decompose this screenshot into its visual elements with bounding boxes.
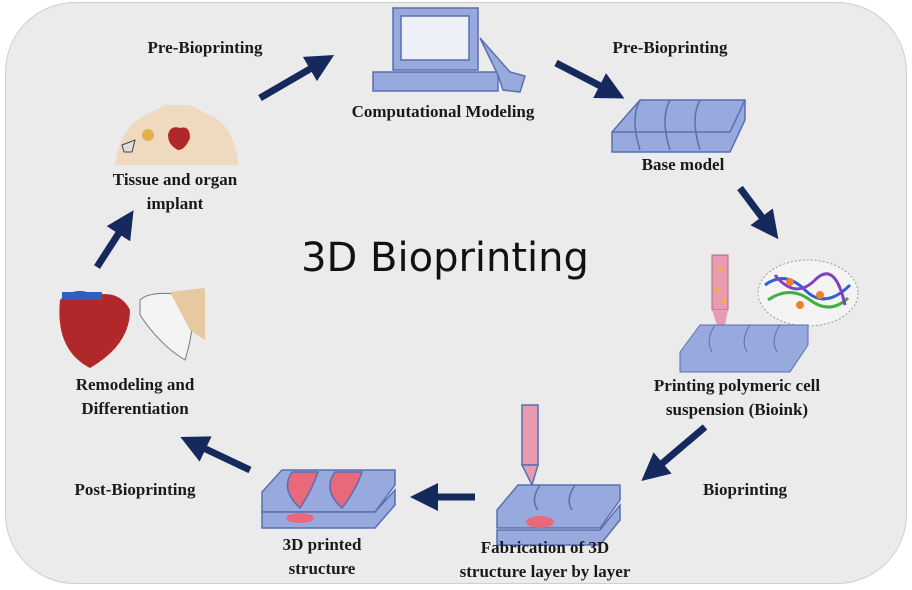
arrow-icon (258, 54, 335, 102)
label-line: structure (288, 559, 356, 578)
heart-and-tissue-icon (59, 288, 205, 368)
phase-label-pre-bioprinting: Pre-Bioprinting (147, 38, 263, 57)
arrow-icon (554, 59, 625, 99)
arrow-icon (737, 185, 779, 240)
label-line: Remodeling and (75, 375, 195, 394)
computer-icon (372, 7, 526, 93)
step-label-bioink: Printing polymeric cell suspension (Bioin… (654, 374, 820, 422)
body-implant-icon (115, 105, 238, 165)
bioink-printing-icon (679, 254, 859, 373)
label-line: implant (146, 194, 204, 213)
diagram-panel (5, 2, 907, 584)
step-label-3d-printed-structure: 3D printed structure (283, 533, 362, 581)
label-line: structure layer by layer (459, 562, 631, 581)
step-label-fabrication: Fabrication of 3D structure layer by laye… (460, 536, 631, 584)
label-line: Fabrication of 3D (480, 538, 610, 557)
phase-label-pre-bioprinting: Pre-Bioprinting (612, 38, 728, 57)
base-model-icon (611, 99, 746, 153)
step-label-implant: Tissue and organ implant (113, 168, 237, 216)
diagram-title: 3D Bioprinting (301, 235, 589, 281)
label-line: Printing polymeric cell (653, 376, 821, 395)
phase-label-post-bioprinting: Post-Bioprinting (74, 480, 196, 499)
arrow-icon (94, 210, 134, 269)
phase-label-bioprinting: Bioprinting (702, 480, 788, 499)
arrow-icon (180, 436, 252, 474)
printed-structure-icon (261, 469, 396, 529)
label-line: Tissue and organ (112, 170, 238, 189)
label-line: Differentiation (81, 399, 189, 418)
step-label-base-model: Base model (641, 155, 725, 174)
step-label-computational-modeling: Computational Modeling (351, 102, 535, 121)
label-line: 3D printed (282, 535, 362, 554)
fabrication-icon (496, 404, 621, 546)
label-line: suspension (Bioink) (665, 400, 809, 419)
arrow-icon (641, 424, 708, 482)
